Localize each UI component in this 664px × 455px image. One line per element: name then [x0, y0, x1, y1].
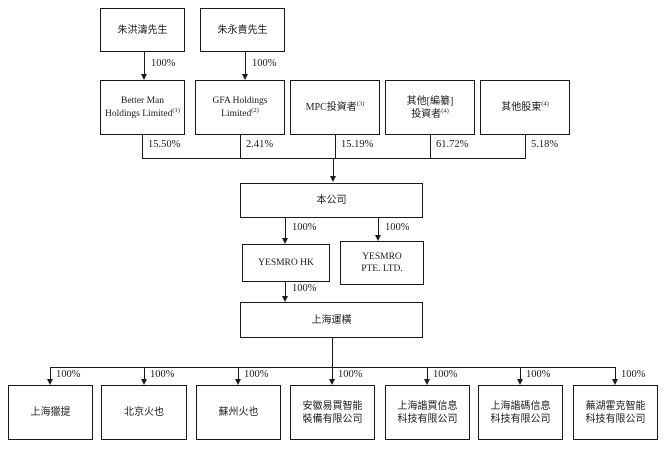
connector-line — [525, 135, 526, 159]
node-zhu-hongtao: 朱洪濤先生 — [100, 8, 185, 52]
connector-line — [240, 135, 241, 159]
node-label: 朱洪濤先生 — [117, 24, 168, 36]
node-label: 北京火也 — [124, 407, 164, 418]
node-wuhu-huoke: 蕪湖霍克智能 科技有限公司 — [573, 385, 658, 440]
arrow-down-icon — [424, 379, 430, 385]
node-other-investors: 其他[編纂] 投資者(4) — [385, 80, 475, 135]
node-shanghai-xiema: 上海諧碼信息 科技有限公司 — [478, 385, 563, 440]
node-yesmro-hk: YESMRO HK — [242, 244, 330, 282]
footnote-ref: (4) — [541, 100, 549, 108]
connector-line — [238, 367, 239, 380]
node-mpc-investors: MPC投資者(3) — [290, 80, 380, 135]
edge-label: 2.41% — [246, 139, 274, 150]
connector-line — [333, 158, 334, 177]
node-label: 本公司 — [316, 195, 347, 206]
connector-line — [245, 52, 246, 75]
edge-label: 5.18% — [531, 139, 559, 150]
node-label: 其他[編纂] 投資者(4) — [406, 95, 454, 120]
connector-line — [142, 135, 143, 159]
edge-label: 100% — [244, 369, 269, 380]
edge-label: 100% — [433, 369, 458, 380]
node-label: 上海諧買信息 科技有限公司 — [397, 400, 458, 425]
connector-line — [144, 367, 145, 380]
node-other-shareholders: 其他股東(4) — [480, 80, 570, 135]
edge-label: 100% — [385, 222, 410, 233]
arrow-down-icon — [141, 379, 147, 385]
node-label: YESMRO PTE. LTD. — [361, 251, 403, 274]
node-shanghai-yunheng: 上海運橫 — [240, 302, 423, 338]
node-label: MPC投資者(3) — [305, 100, 365, 113]
node-company: 本公司 — [240, 183, 423, 218]
connector-line — [430, 135, 431, 159]
connector-line — [427, 367, 428, 380]
edge-label: 100% — [56, 369, 81, 380]
connector-line — [520, 367, 521, 380]
edge-label: 100% — [151, 58, 176, 69]
node-yesmro-pte: YESMRO PTE. LTD. — [340, 241, 424, 285]
node-label: 其他股東(4) — [501, 100, 549, 113]
connector-line — [378, 218, 379, 236]
node-label: 上海諧碼信息 科技有限公司 — [490, 400, 551, 425]
connector-line — [285, 282, 286, 297]
connector-line — [332, 338, 333, 368]
footnote-ref: (1) — [172, 106, 180, 114]
arrow-down-icon — [242, 74, 248, 80]
connector-line — [285, 218, 286, 239]
connector-line — [50, 367, 616, 368]
footnote-ref: (2) — [251, 106, 259, 114]
node-label: 上海獵提 — [30, 407, 71, 418]
connector-line — [144, 52, 145, 75]
arrow-down-icon — [517, 379, 523, 385]
node-anhui-yimai: 安徽易買智能 裝備有限公司 — [290, 385, 375, 440]
edge-label: 100% — [526, 369, 551, 380]
edge-label: 100% — [621, 369, 646, 380]
node-label: YESMRO HK — [258, 257, 314, 268]
node-shanghai-xiemai: 上海諧買信息 科技有限公司 — [385, 385, 470, 440]
connector-line — [335, 135, 336, 159]
node-beijing-huoye: 北京火也 — [101, 385, 187, 440]
node-gfa-holdings: GFA Holdings Limited(2) — [195, 80, 285, 135]
edge-label: 100% — [292, 283, 317, 294]
arrow-down-icon — [282, 296, 288, 302]
arrow-down-icon — [47, 379, 53, 385]
arrow-down-icon — [375, 235, 381, 241]
node-zhu-yonggui: 朱永貴先生 — [200, 8, 285, 52]
node-shanghai-lieti: 上海獵提 — [8, 385, 93, 440]
edge-label: 100% — [150, 369, 175, 380]
edge-label: 61.72% — [436, 139, 469, 150]
arrow-down-icon — [282, 238, 288, 244]
node-suzhou-huoye: 蘇州火也 — [196, 385, 281, 440]
node-better-man: Better Man Holdings Limited(1) — [100, 80, 185, 135]
edge-label: 100% — [292, 222, 317, 233]
connector-line — [615, 367, 616, 380]
node-label: 蕪湖霍克智能 科技有限公司 — [585, 400, 646, 425]
connector-line — [142, 158, 526, 159]
arrow-down-icon — [141, 74, 147, 80]
connector-line — [50, 367, 51, 380]
node-label: GFA Holdings Limited(2) — [212, 96, 268, 119]
edge-label: 100% — [338, 369, 363, 380]
arrow-down-icon — [329, 379, 335, 385]
connector-line — [332, 367, 333, 380]
node-label: 上海運橫 — [311, 314, 352, 326]
node-label: 蘇州火也 — [218, 407, 259, 418]
footnote-ref: (4) — [441, 107, 449, 115]
edge-label: 15.19% — [341, 139, 374, 150]
edge-label: 15.50% — [148, 139, 181, 150]
arrow-down-icon — [612, 379, 618, 385]
arrow-down-icon — [235, 379, 241, 385]
edge-label: 100% — [252, 58, 277, 69]
footnote-ref: (3) — [356, 100, 365, 108]
node-label: 安徽易買智能 裝備有限公司 — [302, 400, 363, 425]
node-label: Better Man Holdings Limited(1) — [105, 96, 180, 119]
arrow-down-icon — [330, 176, 336, 182]
node-label: 朱永貴先生 — [217, 24, 268, 36]
